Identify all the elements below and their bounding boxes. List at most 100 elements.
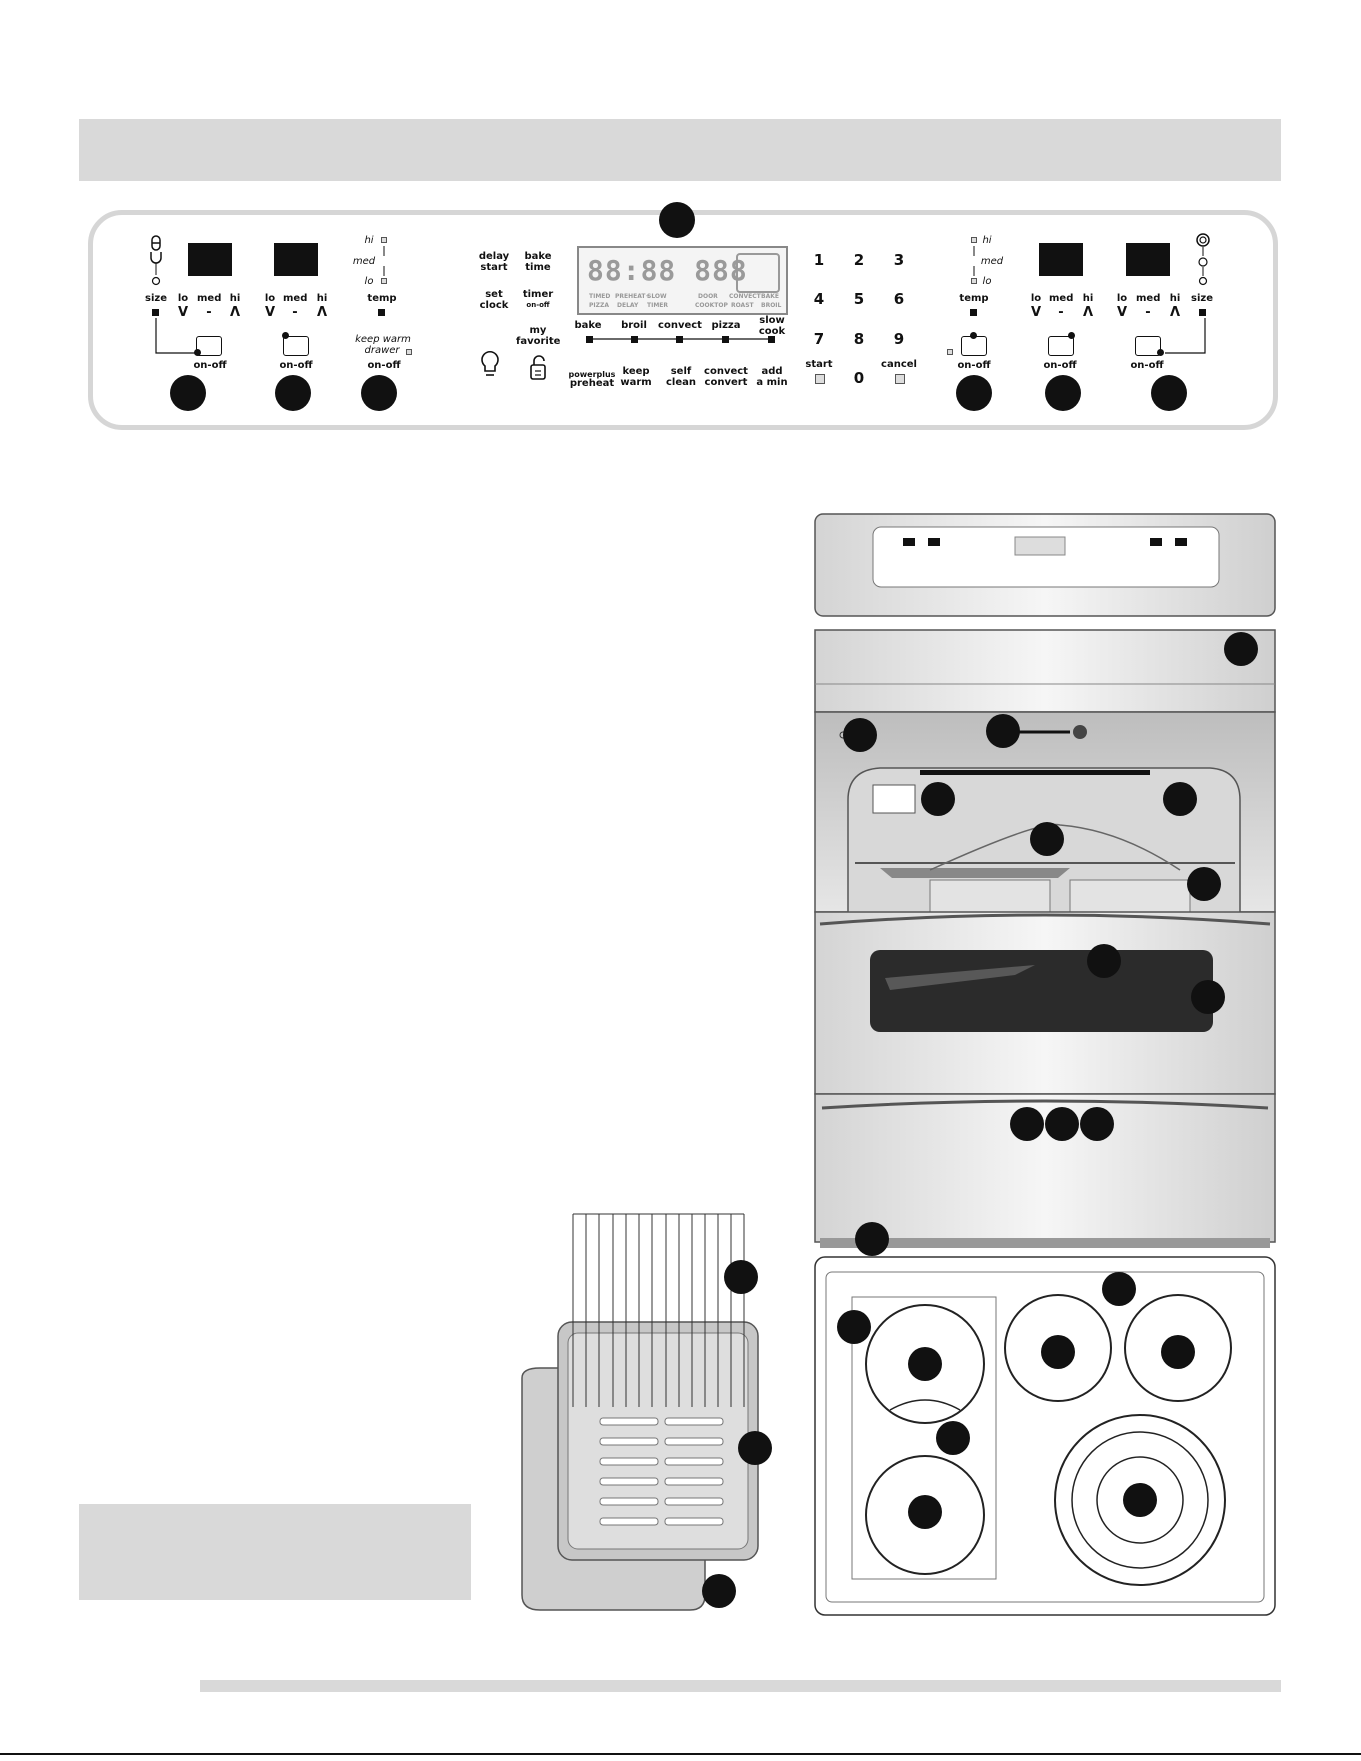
start-label: start [480, 262, 508, 273]
right-front-position-dot [1068, 332, 1075, 339]
broil-button[interactable] [631, 336, 638, 343]
right-lo-indicator: lo [982, 276, 992, 287]
keep-warm-label: keep warm [355, 334, 411, 345]
key-9[interactable]: 9 [893, 330, 905, 348]
callout-door-handle [1087, 944, 1121, 978]
left-rear-display [188, 243, 232, 276]
down-arrow-4[interactable]: V [1116, 305, 1128, 320]
convect-convert-label-1: convect [704, 366, 748, 377]
lcd-label-broil: BROIL [761, 302, 782, 309]
footer-band [200, 1680, 1281, 1692]
clean-label: clean [665, 377, 696, 388]
key-1[interactable]: 1 [813, 251, 825, 269]
right-hi-led [971, 237, 977, 243]
dash-key-2[interactable]: - [292, 305, 298, 320]
key-7[interactable]: 7 [813, 330, 825, 348]
size-button-right[interactable] [1199, 309, 1206, 316]
lo-label-2: lo [264, 293, 276, 304]
callout-drawer-b [1045, 1107, 1079, 1141]
hi-label-3: hi [1082, 293, 1094, 304]
temp-button-left[interactable] [378, 309, 385, 316]
up-arrow[interactable]: Λ [229, 305, 241, 320]
up-arrow-4[interactable]: Λ [1169, 305, 1181, 320]
right-front-display [1039, 243, 1083, 276]
up-arrow-3[interactable]: Λ [1082, 305, 1094, 320]
display-digits: 88:88 888 [587, 254, 748, 287]
down-arrow-3[interactable]: V [1030, 305, 1042, 320]
down-arrow[interactable]: V [177, 305, 189, 320]
right-front-onoff-icon[interactable] [1048, 336, 1074, 356]
preheat-label: preheat [569, 378, 615, 389]
key-3[interactable]: 3 [893, 251, 905, 269]
temp-label-left: temp [367, 293, 397, 304]
right-med-indicator: med [980, 256, 1004, 267]
on-off-label-6: on-off [1130, 360, 1164, 371]
dash-key-4[interactable]: - [1145, 305, 1151, 320]
start-key[interactable] [815, 374, 825, 384]
header-band [79, 119, 1281, 181]
callout-right-dual [1151, 375, 1187, 411]
up-arrow-2[interactable]: Λ [316, 305, 328, 320]
mode-bake-label: bake [574, 320, 602, 331]
key-0[interactable]: 0 [853, 369, 865, 387]
key-5[interactable]: 5 [853, 290, 865, 308]
delay-label: delay [478, 251, 510, 262]
key-2[interactable]: 2 [853, 251, 865, 269]
hi-label-2: hi [316, 293, 328, 304]
size-button-left[interactable] [152, 309, 159, 316]
callout-right-rear [956, 375, 992, 411]
slow-cook-button[interactable] [768, 336, 775, 343]
key-6[interactable]: 6 [893, 290, 905, 308]
callout-oven-light [921, 782, 955, 816]
hi-indicator: hi [364, 235, 374, 246]
callout-oven-light-switch [843, 718, 877, 752]
on-off-label-3: on-off [367, 360, 401, 371]
callout-left-front-element [908, 1495, 942, 1529]
oven-icon [736, 253, 780, 293]
dash-key-3[interactable]: - [1058, 305, 1064, 320]
keep-label: keep [622, 366, 650, 377]
oven-display: 88:88 888 TIMED PREHEAT+ SLOW DOOR CONVE… [577, 246, 788, 315]
lcd-label-timer: TIMER [647, 302, 669, 309]
left-front-onoff-icon[interactable] [283, 336, 309, 356]
right-dual-position-dot [1157, 349, 1164, 356]
note-box [79, 1504, 471, 1600]
callout-cooktop [1102, 1272, 1136, 1306]
down-arrow-2[interactable]: V [264, 305, 276, 320]
self-label: self [670, 366, 692, 377]
page-bottom-rule [0, 1753, 1361, 1755]
callout-left-rear [170, 375, 206, 411]
convect-button[interactable] [676, 336, 683, 343]
lo-label-3: lo [1030, 293, 1042, 304]
callout-leveling-leg [855, 1222, 889, 1256]
dash-key[interactable]: - [206, 305, 212, 320]
left-rear-onoff-icon[interactable] [196, 336, 222, 356]
hi-led [381, 237, 387, 243]
warm-label: warm [620, 377, 652, 388]
callout-broiler-insert [724, 1260, 758, 1294]
bake-button[interactable] [586, 336, 593, 343]
callout-backguard-vent [1224, 632, 1258, 666]
set-label: set [485, 289, 503, 300]
mode-convect-label: convect [658, 320, 702, 331]
mode-broil-label: broil [621, 320, 647, 331]
timer-onoff-label: on-off [526, 301, 550, 309]
callout-right-rear-element-2 [1161, 1335, 1195, 1369]
callout-cooktop-edge [837, 1310, 871, 1344]
right-dual-onoff-icon[interactable] [1135, 336, 1161, 356]
my-label: my [529, 325, 547, 336]
mode-pizza-label: pizza [711, 320, 741, 331]
pizza-button[interactable] [722, 336, 729, 343]
lo-label-4: lo [1116, 293, 1128, 304]
callout-dual-element [1123, 1483, 1157, 1517]
drawer-label: drawer [364, 345, 400, 356]
temp-button-right[interactable] [970, 309, 977, 316]
callout-drawer-c [1080, 1107, 1114, 1141]
right-rear-onoff-icon[interactable] [961, 336, 987, 356]
key-4[interactable]: 4 [813, 290, 825, 308]
on-off-label-1: on-off [193, 360, 227, 371]
temp-label-right: temp [959, 293, 989, 304]
key-8[interactable]: 8 [853, 330, 865, 348]
cancel-key[interactable] [895, 374, 905, 384]
lcd-label-cooktop: COOKTOP [695, 302, 728, 309]
